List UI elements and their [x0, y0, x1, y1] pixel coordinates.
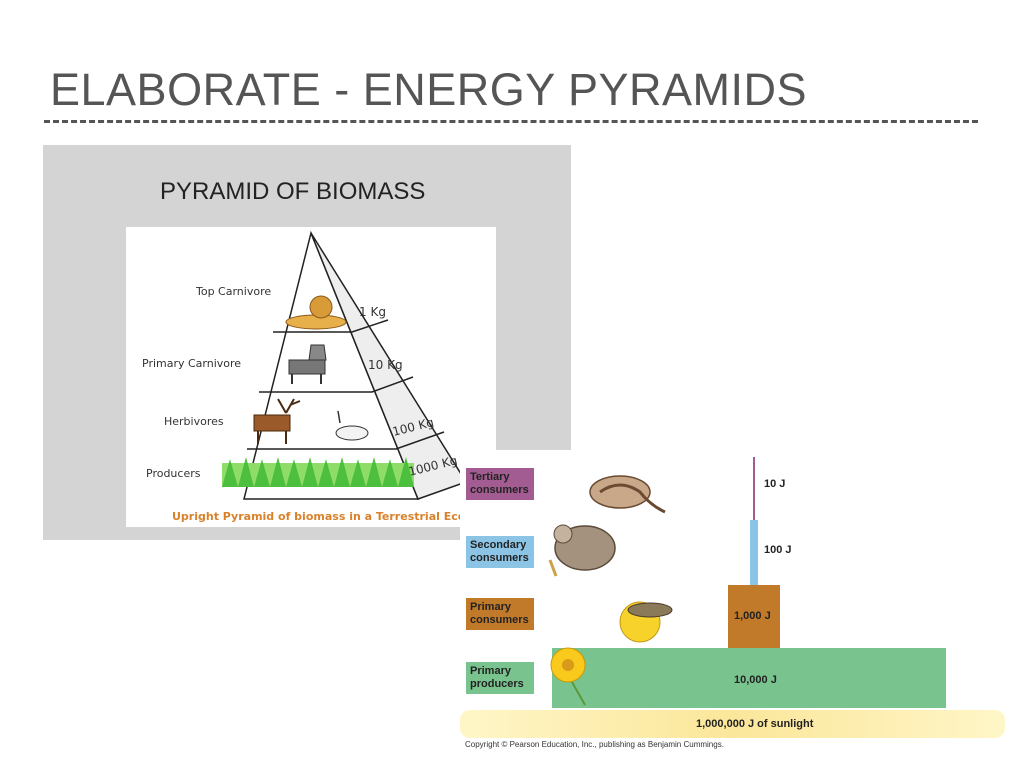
- biomass-heading: PYRAMID OF BIOMASS: [160, 178, 426, 205]
- tag-primary-producers-label: Primary producers: [470, 665, 524, 690]
- biomass-caption: Upright Pyramid of biomass in a Terrestr…: [172, 510, 472, 523]
- rabbit-icon: [335, 410, 369, 441]
- energy-label-secondary: 100 J: [764, 544, 792, 556]
- tag-primary-producers: Primary producers: [466, 662, 534, 694]
- grasshopper-icon: [619, 601, 673, 643]
- biomass-pyramid-figure: Top Carnivore 1 Kg Primary Carnivore 10 …: [126, 227, 496, 527]
- title-divider: [44, 120, 978, 123]
- sunlight-band: [460, 710, 1005, 738]
- lion-icon: [285, 295, 347, 330]
- snake-icon: [589, 475, 666, 514]
- mass-label-primary-carnivore: 10 Kg: [368, 358, 403, 372]
- tag-tertiary-consumers: Tertiary consumers: [466, 468, 534, 500]
- level-label-top-carnivore: Top Carnivore: [196, 285, 272, 298]
- level-label-producers: Producers: [146, 467, 201, 480]
- level-label-primary-carnivore: Primary Carnivore: [142, 357, 242, 370]
- grass-icon: [222, 457, 414, 487]
- deer-icon: [253, 398, 301, 444]
- tag-primary-consumers: Primary consumers: [466, 598, 534, 630]
- energy-pyramid-drawing: [460, 457, 1005, 738]
- energy-label-primary-consumers: 1,000 J: [734, 610, 771, 622]
- tag-secondary-label: Secondary consumers: [470, 539, 529, 564]
- mass-label-top-carnivore: 1 Kg: [359, 305, 386, 319]
- tag-secondary-consumers: Secondary consumers: [466, 536, 534, 568]
- flower-icon: [550, 647, 586, 706]
- level-label-herbivores: Herbivores: [164, 415, 224, 428]
- tag-tertiary-label: Tertiary consumers: [470, 471, 529, 496]
- energy-label-sunlight: 1,000,000 J of sunlight: [696, 718, 814, 730]
- primary-consumers-bar: [728, 585, 780, 648]
- tertiary-consumers-bar: [753, 457, 755, 520]
- mouse-icon: [548, 524, 616, 577]
- copyright-text: Copyright © Pearson Education, Inc., pub…: [465, 740, 724, 749]
- producers-bar: [552, 648, 946, 708]
- energy-pyramid-figure: Tertiary consumers Secondary consumers P…: [460, 450, 1010, 755]
- energy-label-tertiary: 10 J: [764, 478, 786, 490]
- secondary-consumers-bar: [750, 520, 758, 585]
- biomass-pyramid-drawing: [222, 230, 468, 500]
- tag-primary-consumers-label: Primary consumers: [470, 601, 529, 626]
- energy-label-primary-producers: 10,000 J: [734, 674, 777, 686]
- slide-title: ELABORATE - ENERGY PYRAMIDS: [50, 64, 808, 115]
- wolf-icon: [288, 344, 327, 384]
